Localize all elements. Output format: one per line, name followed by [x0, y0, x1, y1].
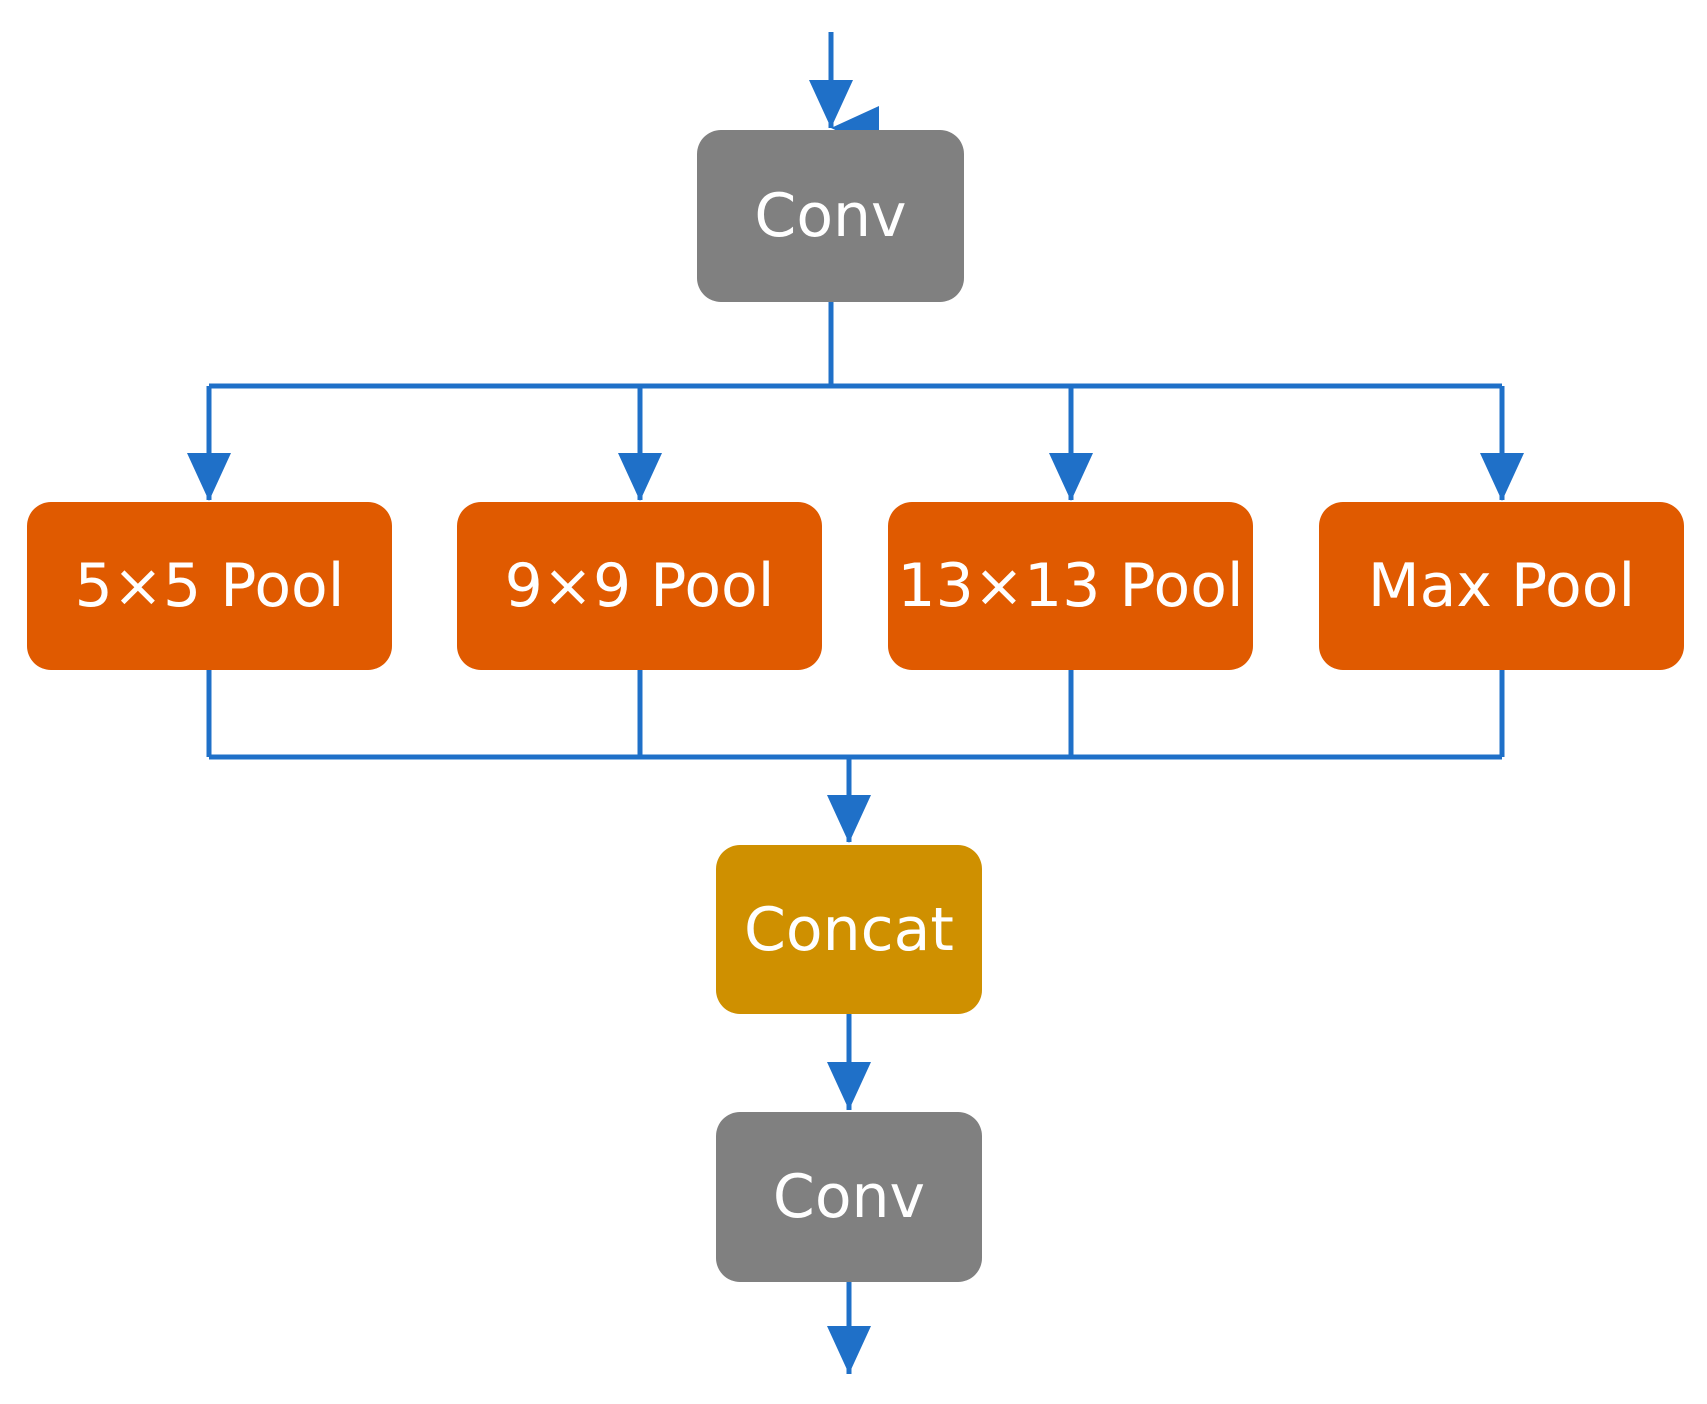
concat-label: Concat [744, 894, 954, 965]
conv-top-label: Conv [754, 181, 907, 251]
branch-arrowhead-max [1480, 453, 1524, 501]
output-arrowhead [827, 1326, 871, 1374]
pool-max-node: Max Pool [1319, 502, 1684, 670]
pool-max-label: Max Pool [1367, 551, 1636, 621]
input-arrowhead [809, 80, 853, 128]
conv-bottom-label: Conv [772, 1162, 926, 1232]
pool-5x5-label: 5×5 Pool [74, 551, 345, 621]
conv-top-node: Conv [697, 130, 964, 302]
branch-arrowhead-5 [187, 453, 231, 501]
conv-bottom-arrowhead [827, 1062, 871, 1110]
pool-9x9-node: 9×9 Pool [457, 502, 822, 670]
concat-arrowhead [827, 795, 871, 843]
branch-arrowhead-13 [1049, 453, 1093, 501]
concat-node: Concat [716, 845, 982, 1014]
pool-5x5-node: 5×5 Pool [27, 502, 392, 670]
branch-arrowhead-9 [618, 453, 662, 501]
pool-9x9-label: 9×9 Pool [504, 551, 775, 621]
pool-13x13-label: 13×13 Pool [897, 551, 1244, 621]
pool-13x13-node: 13×13 Pool [888, 502, 1253, 670]
conv-bottom-node: Conv [716, 1112, 982, 1282]
